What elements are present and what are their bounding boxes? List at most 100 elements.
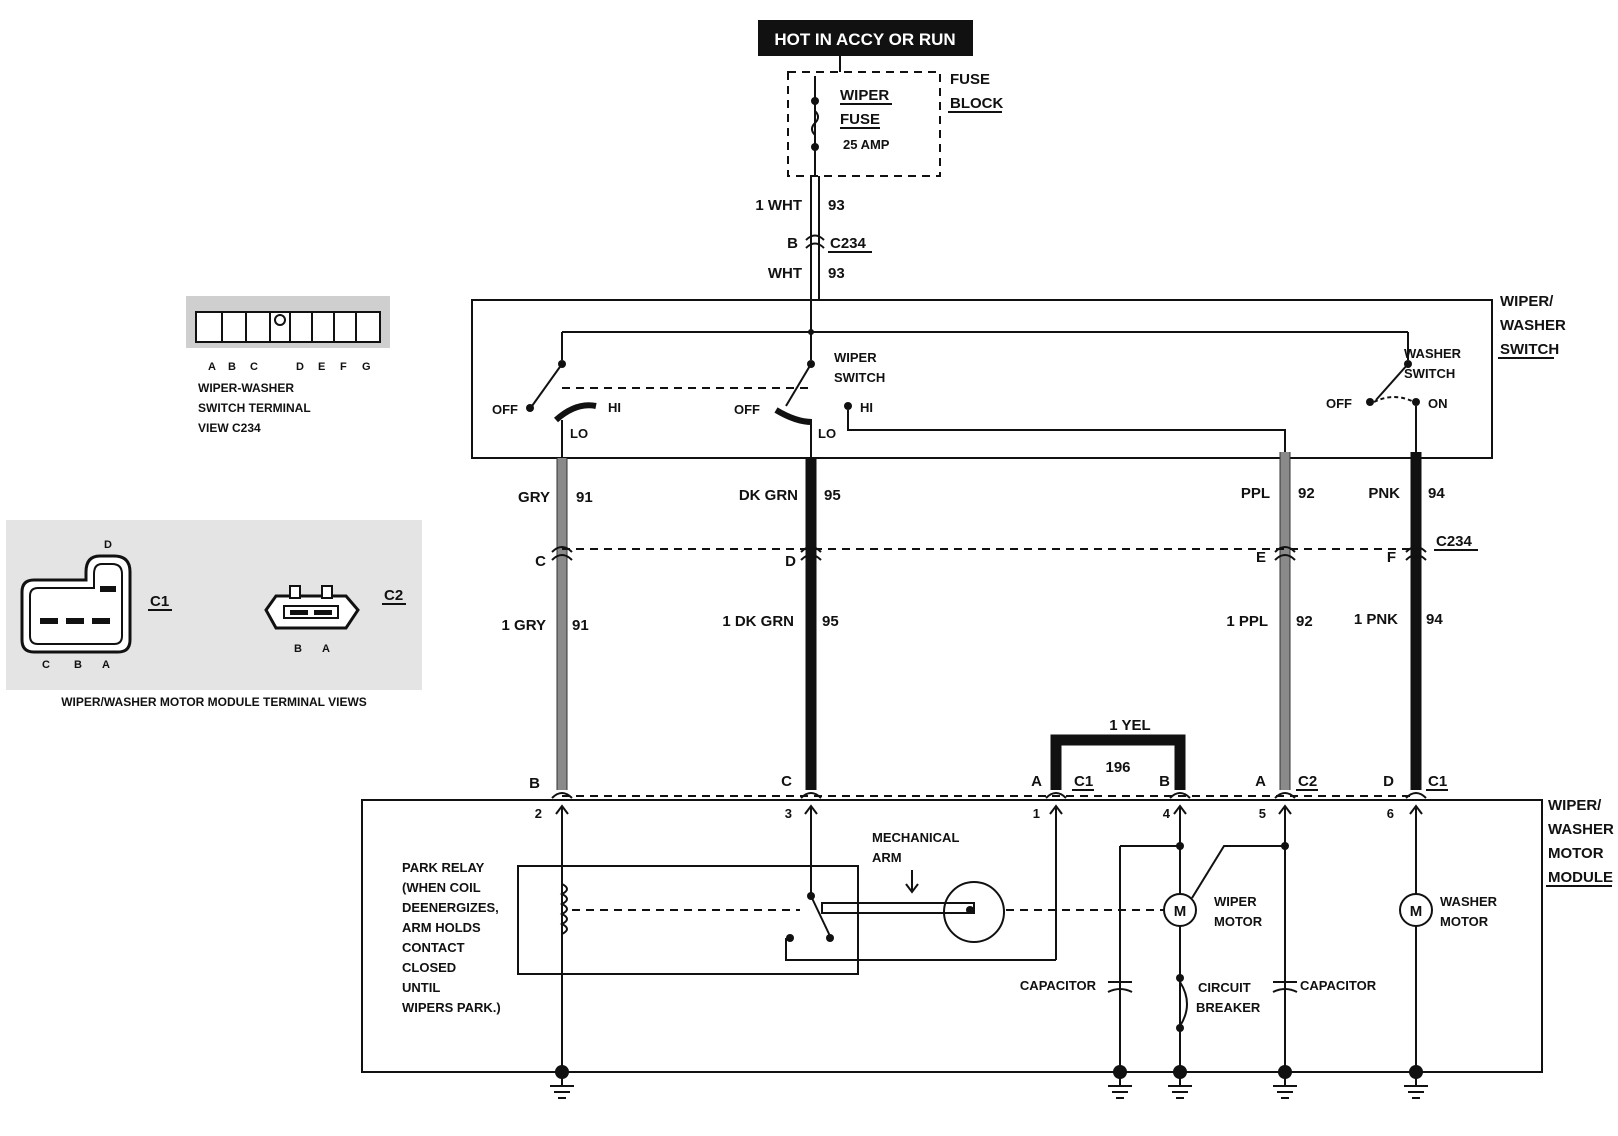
c234-pin-a: A	[208, 361, 216, 373]
motor-module-label-1: WIPER/	[1548, 797, 1602, 814]
wire-label-upper: GRY	[518, 489, 550, 506]
c234-pin-b: B	[228, 361, 236, 373]
c234-pin-d: D	[296, 361, 304, 373]
circuit-breaker-label-1: CIRCUIT	[1198, 980, 1251, 995]
fuse-block-label-2: BLOCK	[950, 95, 1003, 112]
wire-label-lower: 1 DK GRN	[722, 613, 794, 630]
c234-pin-c: C	[250, 361, 258, 373]
wire-label-lower: 1 GRY	[502, 617, 546, 634]
motor-c2-pin-a: A	[322, 643, 330, 655]
c234-caption-3: VIEW C234	[198, 421, 261, 435]
motor-module-label-3: MOTOR	[1548, 845, 1604, 862]
mechanical-arm-bar	[821, 902, 975, 914]
c234-caption-2: SWITCH TERMINAL	[198, 401, 311, 415]
wire-pnk: PNK 94 F 1 PNK 94 D 6	[1354, 485, 1446, 821]
wire-circuit-lower: 95	[822, 613, 839, 630]
washer-motor-icon	[1399, 893, 1433, 927]
wire-circuit-lower: 91	[572, 617, 589, 634]
relay-coil-icon	[559, 883, 568, 935]
wire-circuit-upper: 91	[576, 489, 593, 506]
wiper-motor-label-1: WIPER	[1214, 894, 1257, 909]
c234-terminal-view: A B C D E F G WIPER-WASHER SWITCH TERMIN…	[186, 296, 390, 435]
mechanical-arm-label-1: MECHANICAL	[872, 830, 959, 845]
motor-c2-pin-b: B	[294, 643, 302, 655]
wire-pin-c234: D	[785, 553, 796, 570]
fuse-block-label-1: FUSE	[950, 71, 990, 88]
c234-pin-e: E	[318, 361, 325, 373]
yellow-wire-196	[1050, 734, 1186, 790]
yellow-pin-a: A	[1031, 773, 1042, 790]
wire-label-upper: PNK	[1368, 485, 1400, 502]
washer-motor-label-1: WASHER	[1440, 894, 1498, 909]
wire-gry: GRY 91 C 1 GRY 91 B 2	[502, 489, 593, 821]
park-relay-box	[517, 865, 859, 975]
wire-module-terminal: 2	[535, 806, 542, 821]
capacitor-right-icon	[1272, 981, 1298, 993]
left-switch-arm-icon	[531, 363, 563, 407]
wire-motor-pin: A	[1255, 773, 1266, 790]
washer-off-label: OFF	[1326, 396, 1352, 411]
cam-wheel-icon	[943, 881, 1005, 943]
wire-module-terminal: 3	[785, 806, 792, 821]
feed-wire-terminal: B	[787, 235, 798, 252]
c234-feed-connector-icon	[805, 234, 825, 241]
capacitor-right-label: CAPACITOR	[1300, 978, 1377, 993]
motor-c1-view-label: C1	[150, 593, 169, 610]
c234-pin-f: F	[340, 361, 347, 373]
feed-wire-upper-color: 1 WHT	[755, 197, 802, 214]
wire-label-lower: 1 PPL	[1226, 613, 1268, 630]
motor-c1-pin-d: D	[104, 539, 112, 551]
motor-module-label-4: MODULE	[1548, 869, 1613, 886]
center-lo-label: LO	[818, 426, 836, 441]
motor-c1-pin-c: C	[42, 659, 50, 671]
left-lo-label: LO	[570, 426, 588, 441]
fuse-icon	[811, 110, 819, 136]
feed-wire-connector: C234	[830, 235, 867, 252]
yellow-wire-circuit: 196	[1105, 759, 1130, 776]
left-hi-label: HI	[608, 400, 621, 415]
wiper-switch-label-2: SWITCH	[834, 370, 885, 385]
yellow-terminal-a: 1	[1033, 806, 1040, 821]
wire-pin-c234: E	[1256, 549, 1266, 566]
wire-module-terminal: 6	[1387, 806, 1394, 821]
wiper-motor-label-2: MOTOR	[1214, 914, 1263, 929]
c234-caption-1: WIPER-WASHER	[198, 381, 294, 395]
circuit-breaker-icon	[1179, 981, 1188, 1027]
wire-circuit-upper: 92	[1298, 485, 1315, 502]
switch-module-outline	[471, 299, 1493, 459]
motor-c1-pin-b: B	[74, 659, 82, 671]
c1-label-a: C1	[1074, 773, 1093, 790]
washer-switch-label-2: SWITCH	[1404, 366, 1455, 381]
yellow-pin-b: B	[1159, 773, 1170, 790]
washer-on-label: ON	[1428, 396, 1448, 411]
feed-wire-circuit-lower: 93	[828, 265, 845, 282]
svg-text:ARM HOLDS: ARM HOLDS	[402, 920, 481, 935]
wiper-switch-arm-icon	[785, 363, 812, 407]
wire-circuit-lower: 92	[1296, 613, 1313, 630]
c1-label-d: C1	[1428, 773, 1447, 790]
svg-text:UNTIL: UNTIL	[402, 980, 440, 995]
wiper-switch-label-1: WIPER	[834, 350, 877, 365]
wire-label-lower: 1 PNK	[1354, 611, 1398, 628]
motor-c1-pin-a: A	[102, 659, 110, 671]
ground-icon	[1108, 1065, 1132, 1099]
svg-text:(WHEN COIL: (WHEN COIL	[402, 880, 481, 895]
fuse-rating: 25 AMP	[843, 137, 890, 152]
relay-contact-arm-icon	[810, 895, 831, 937]
park-relay-label: PARK RELAY (WHEN COIL DEENERGIZES, ARM H…	[402, 860, 501, 1015]
capacitor-left-label: CAPACITOR	[1020, 978, 1097, 993]
wire-dk-grn: DK GRN 95 D 1 DK GRN 95 C 3	[722, 487, 840, 821]
wire-pin-c234: C	[535, 553, 546, 570]
center-off-label: OFF	[734, 402, 760, 417]
motor-module-outline	[361, 799, 1543, 1073]
wiper-motor-icon	[1163, 893, 1197, 927]
wire-ppl: PPL 92 E 1 PPL 92 A 5	[1226, 485, 1314, 821]
wire-circuit-upper: 95	[824, 487, 841, 504]
feed-wire-circuit-upper: 93	[828, 197, 845, 214]
motor-terminal-caption: WIPER/WASHER MOTOR MODULE TERMINAL VIEWS	[61, 695, 367, 709]
switch-module-label-1: WIPER/	[1500, 293, 1554, 310]
svg-text:WIPERS PARK.): WIPERS PARK.)	[402, 1000, 501, 1015]
washer-switch-label-1: WASHER	[1404, 346, 1462, 361]
c2-label: C2	[1298, 773, 1317, 790]
svg-text:PARK RELAY: PARK RELAY	[402, 860, 485, 875]
